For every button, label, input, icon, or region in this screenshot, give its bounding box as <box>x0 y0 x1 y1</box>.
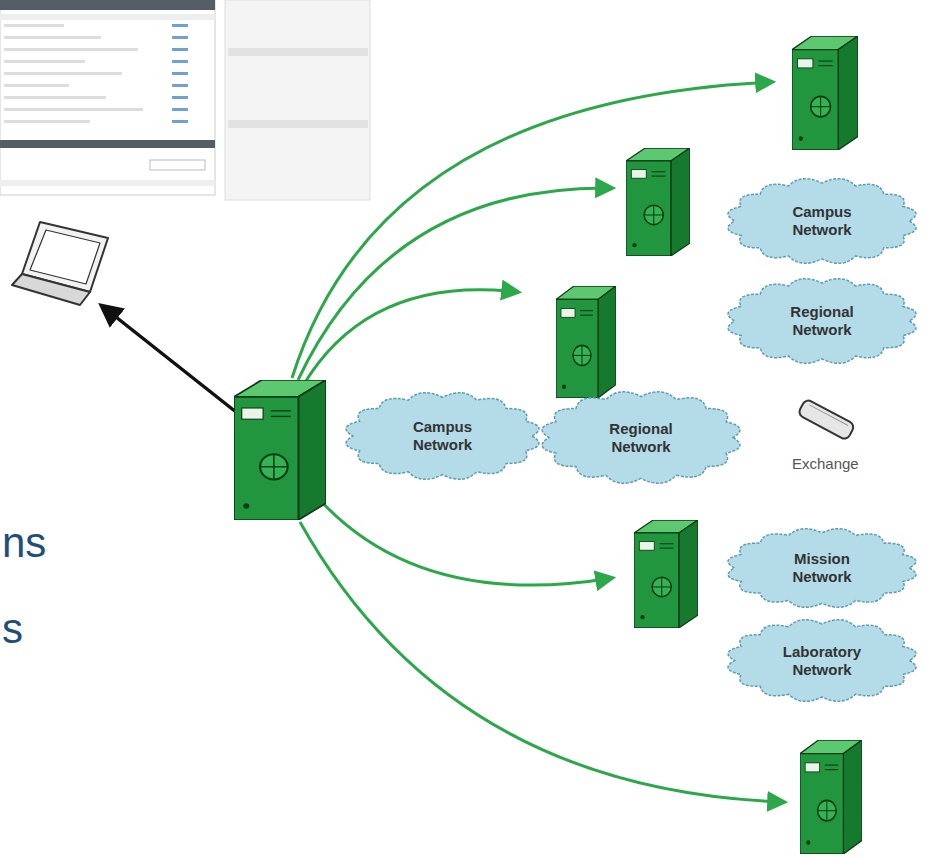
server-icon <box>792 36 858 150</box>
cloud-label: Regional Network <box>766 303 878 339</box>
network-cloud: Mission Network <box>722 522 922 614</box>
exchange-label: Exchange <box>790 455 861 472</box>
exchange-device <box>797 398 855 440</box>
dashboard-screenshot <box>0 0 370 200</box>
server-icon <box>626 148 690 256</box>
cloud-label: Laboratory Network <box>766 643 878 679</box>
cloud-label: Mission Network <box>766 550 878 586</box>
server-icon <box>800 740 862 854</box>
slide-text: s <box>2 608 23 650</box>
green-arrows <box>292 82 784 802</box>
network-cloud: Campus Network <box>340 386 545 486</box>
cloud-label: Campus Network <box>387 418 499 454</box>
slide-text: ns <box>2 522 46 564</box>
laptop-icon <box>12 222 108 305</box>
network-cloud: Regional Network <box>722 272 922 370</box>
server-icon <box>234 380 326 520</box>
network-cloud: Campus Network <box>722 172 922 270</box>
network-cloud: Laboratory Network <box>722 613 922 708</box>
server-icon <box>634 520 698 628</box>
cloud-label: Regional Network <box>585 420 697 456</box>
network-cloud: Regional Network <box>536 385 746 490</box>
server-icon <box>556 286 616 398</box>
black-arrow <box>102 306 236 412</box>
cloud-label: Campus Network <box>766 203 878 239</box>
